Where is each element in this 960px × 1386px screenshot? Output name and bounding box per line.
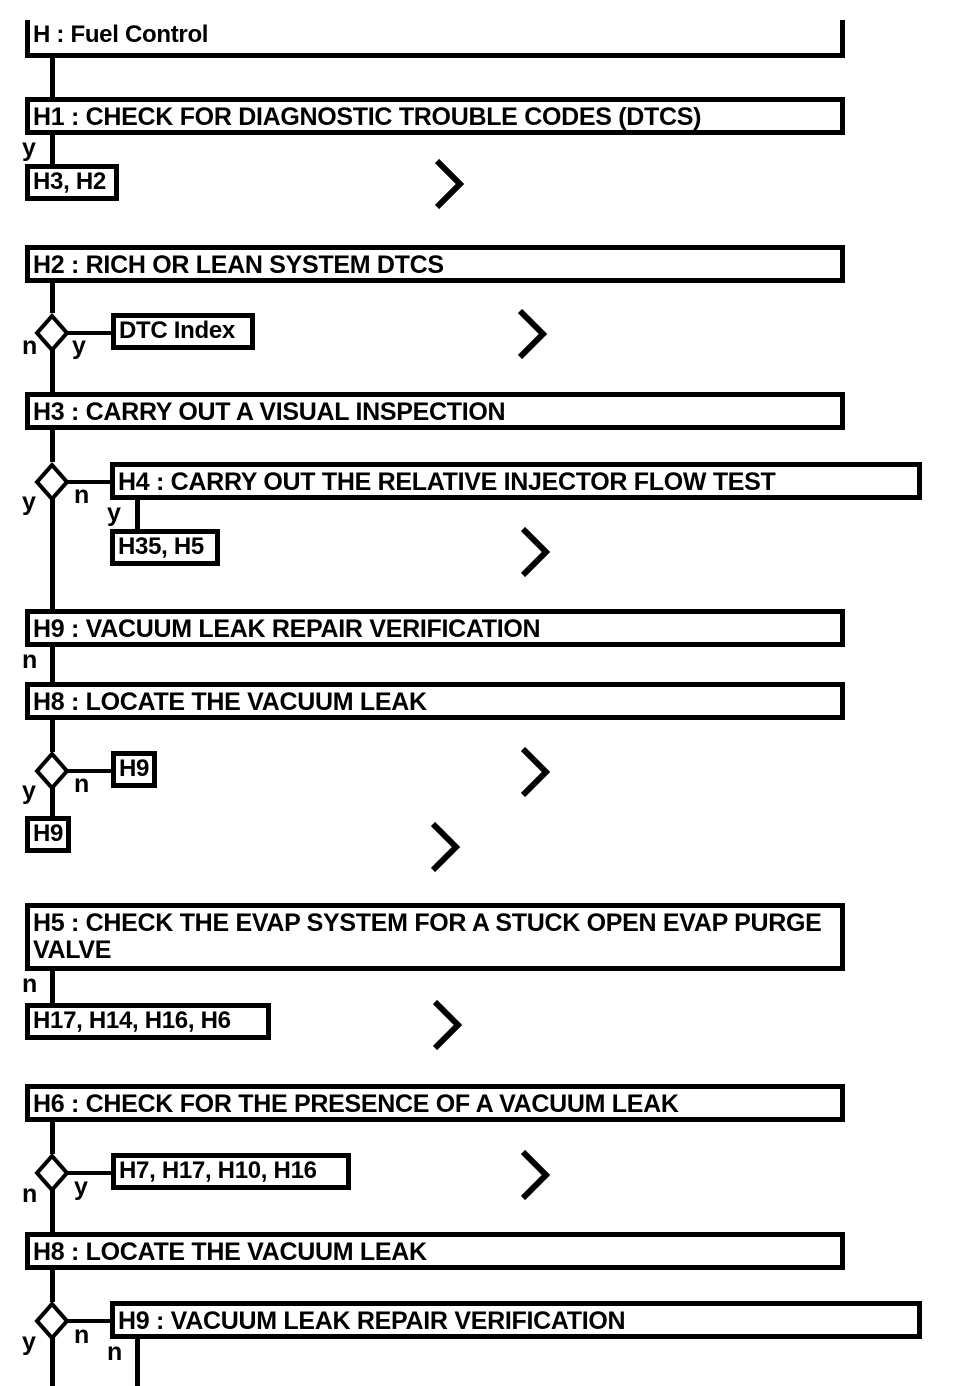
connector-h9b-down (135, 1339, 140, 1386)
branch-label-h8a-yes: y (22, 777, 36, 805)
connector-h2-no-to-h3 (50, 349, 55, 393)
connector-h3-yes-down (50, 498, 55, 610)
chevron-marker-2 (515, 307, 549, 361)
decision-diamond-h6[interactable] (34, 1153, 70, 1193)
node-h3[interactable]: H3 : CARRY OUT A VISUAL INSPECTION (25, 392, 845, 430)
connector-h9a-to-h8a (50, 647, 55, 683)
connector-h2-to-decision (50, 283, 55, 313)
connector-h3-no-to-h4 (66, 480, 114, 484)
node-h8-a[interactable]: H8 : LOCATE THE VACUUM LEAK (25, 682, 845, 720)
ref-node-h3-h2[interactable]: H3, H2 (25, 164, 119, 201)
connector-h4-to-ref-h35h5 (135, 500, 140, 530)
branch-label-h2-yes: y (72, 332, 86, 360)
connector-h5-to-ref (50, 971, 55, 1003)
chevron-marker-5 (428, 820, 462, 874)
connector-h8a-yes-to-ref-h9 (50, 787, 55, 817)
connector-title-to-h1 (50, 58, 55, 100)
branch-label-h9a-no: n (22, 646, 38, 674)
ref-node-h7-h17-h10-h16[interactable]: H7, H17, H10, H16 (111, 1153, 351, 1190)
node-h2[interactable]: H2 : RICH OR LEAN SYSTEM DTCS (25, 245, 845, 283)
branch-label-h2-no: n (22, 332, 38, 360)
ref-node-h9-below[interactable]: H9 (25, 816, 71, 853)
connector-h8b-no-to-h9b (66, 1319, 114, 1323)
chevron-marker-1 (432, 157, 466, 211)
node-h9-a[interactable]: H9 : VACUUM LEAK REPAIR VERIFICATION (25, 609, 845, 647)
chevron-marker-7 (518, 1148, 552, 1202)
branch-label-h6-no: n (22, 1180, 38, 1208)
connector-h8a-to-decision (50, 720, 55, 752)
ref-node-h17-h14-h16-h6[interactable]: H17, H14, H16, H6 (25, 1003, 271, 1040)
connector-h8b-to-decision (50, 1270, 55, 1302)
decision-diamond-h8-b[interactable] (34, 1301, 70, 1341)
node-h5[interactable]: H5 : CHECK THE EVAP SYSTEM FOR A STUCK O… (25, 903, 845, 971)
node-h1[interactable]: H1 : CHECK FOR DIAGNOSTIC TROUBLE CODES … (25, 97, 845, 135)
connector-h3-to-decision (50, 430, 55, 462)
ref-node-h9-side[interactable]: H9 (111, 751, 157, 788)
branch-label-h8a-no: n (74, 770, 90, 798)
node-h8-b[interactable]: H8 : LOCATE THE VACUUM LEAK (25, 1232, 845, 1270)
branch-label-h3-no: n (74, 481, 90, 509)
node-h9-b[interactable]: H9 : VACUUM LEAK REPAIR VERIFICATION (110, 1301, 922, 1339)
connector-h6-yes-to-ref (66, 1171, 114, 1175)
chevron-marker-3 (518, 525, 552, 579)
connector-h6-to-decision (50, 1122, 55, 1154)
connector-h6-no-to-h8b (50, 1189, 55, 1233)
connector-h1-to-ref-h3h2 (50, 135, 55, 165)
branch-label-h9b-no: n (107, 1338, 123, 1366)
chevron-marker-6 (430, 998, 464, 1052)
decision-diamond-h2[interactable] (34, 313, 70, 353)
decision-diamond-h3[interactable] (34, 462, 70, 502)
branch-label-h5-no: n (22, 970, 38, 998)
ref-node-h35-h5[interactable]: H35, H5 (110, 529, 220, 566)
node-title-fuel-control[interactable]: H : Fuel Control (25, 20, 845, 58)
ref-node-dtc-index[interactable]: DTC Index (111, 313, 255, 350)
branch-label-h8b-yes: y (22, 1328, 36, 1356)
connector-h2-yes-to-dtc-index (66, 331, 114, 335)
connector-h8b-yes-down (50, 1337, 55, 1386)
node-h4[interactable]: H4 : CARRY OUT THE RELATIVE INJECTOR FLO… (110, 462, 922, 500)
branch-label-h6-yes: y (74, 1173, 88, 1201)
branch-label-h8b-no: n (74, 1321, 90, 1349)
node-h6[interactable]: H6 : CHECK FOR THE PRESENCE OF A VACUUM … (25, 1084, 845, 1122)
decision-diamond-h8-a[interactable] (34, 751, 70, 791)
chevron-marker-4 (518, 745, 552, 799)
branch-label-h4-yes: y (107, 499, 121, 527)
branch-label-h1-yes: y (22, 134, 36, 162)
connector-h8a-no-to-ref-h9 (66, 769, 114, 773)
branch-label-h3-yes: y (22, 488, 36, 516)
